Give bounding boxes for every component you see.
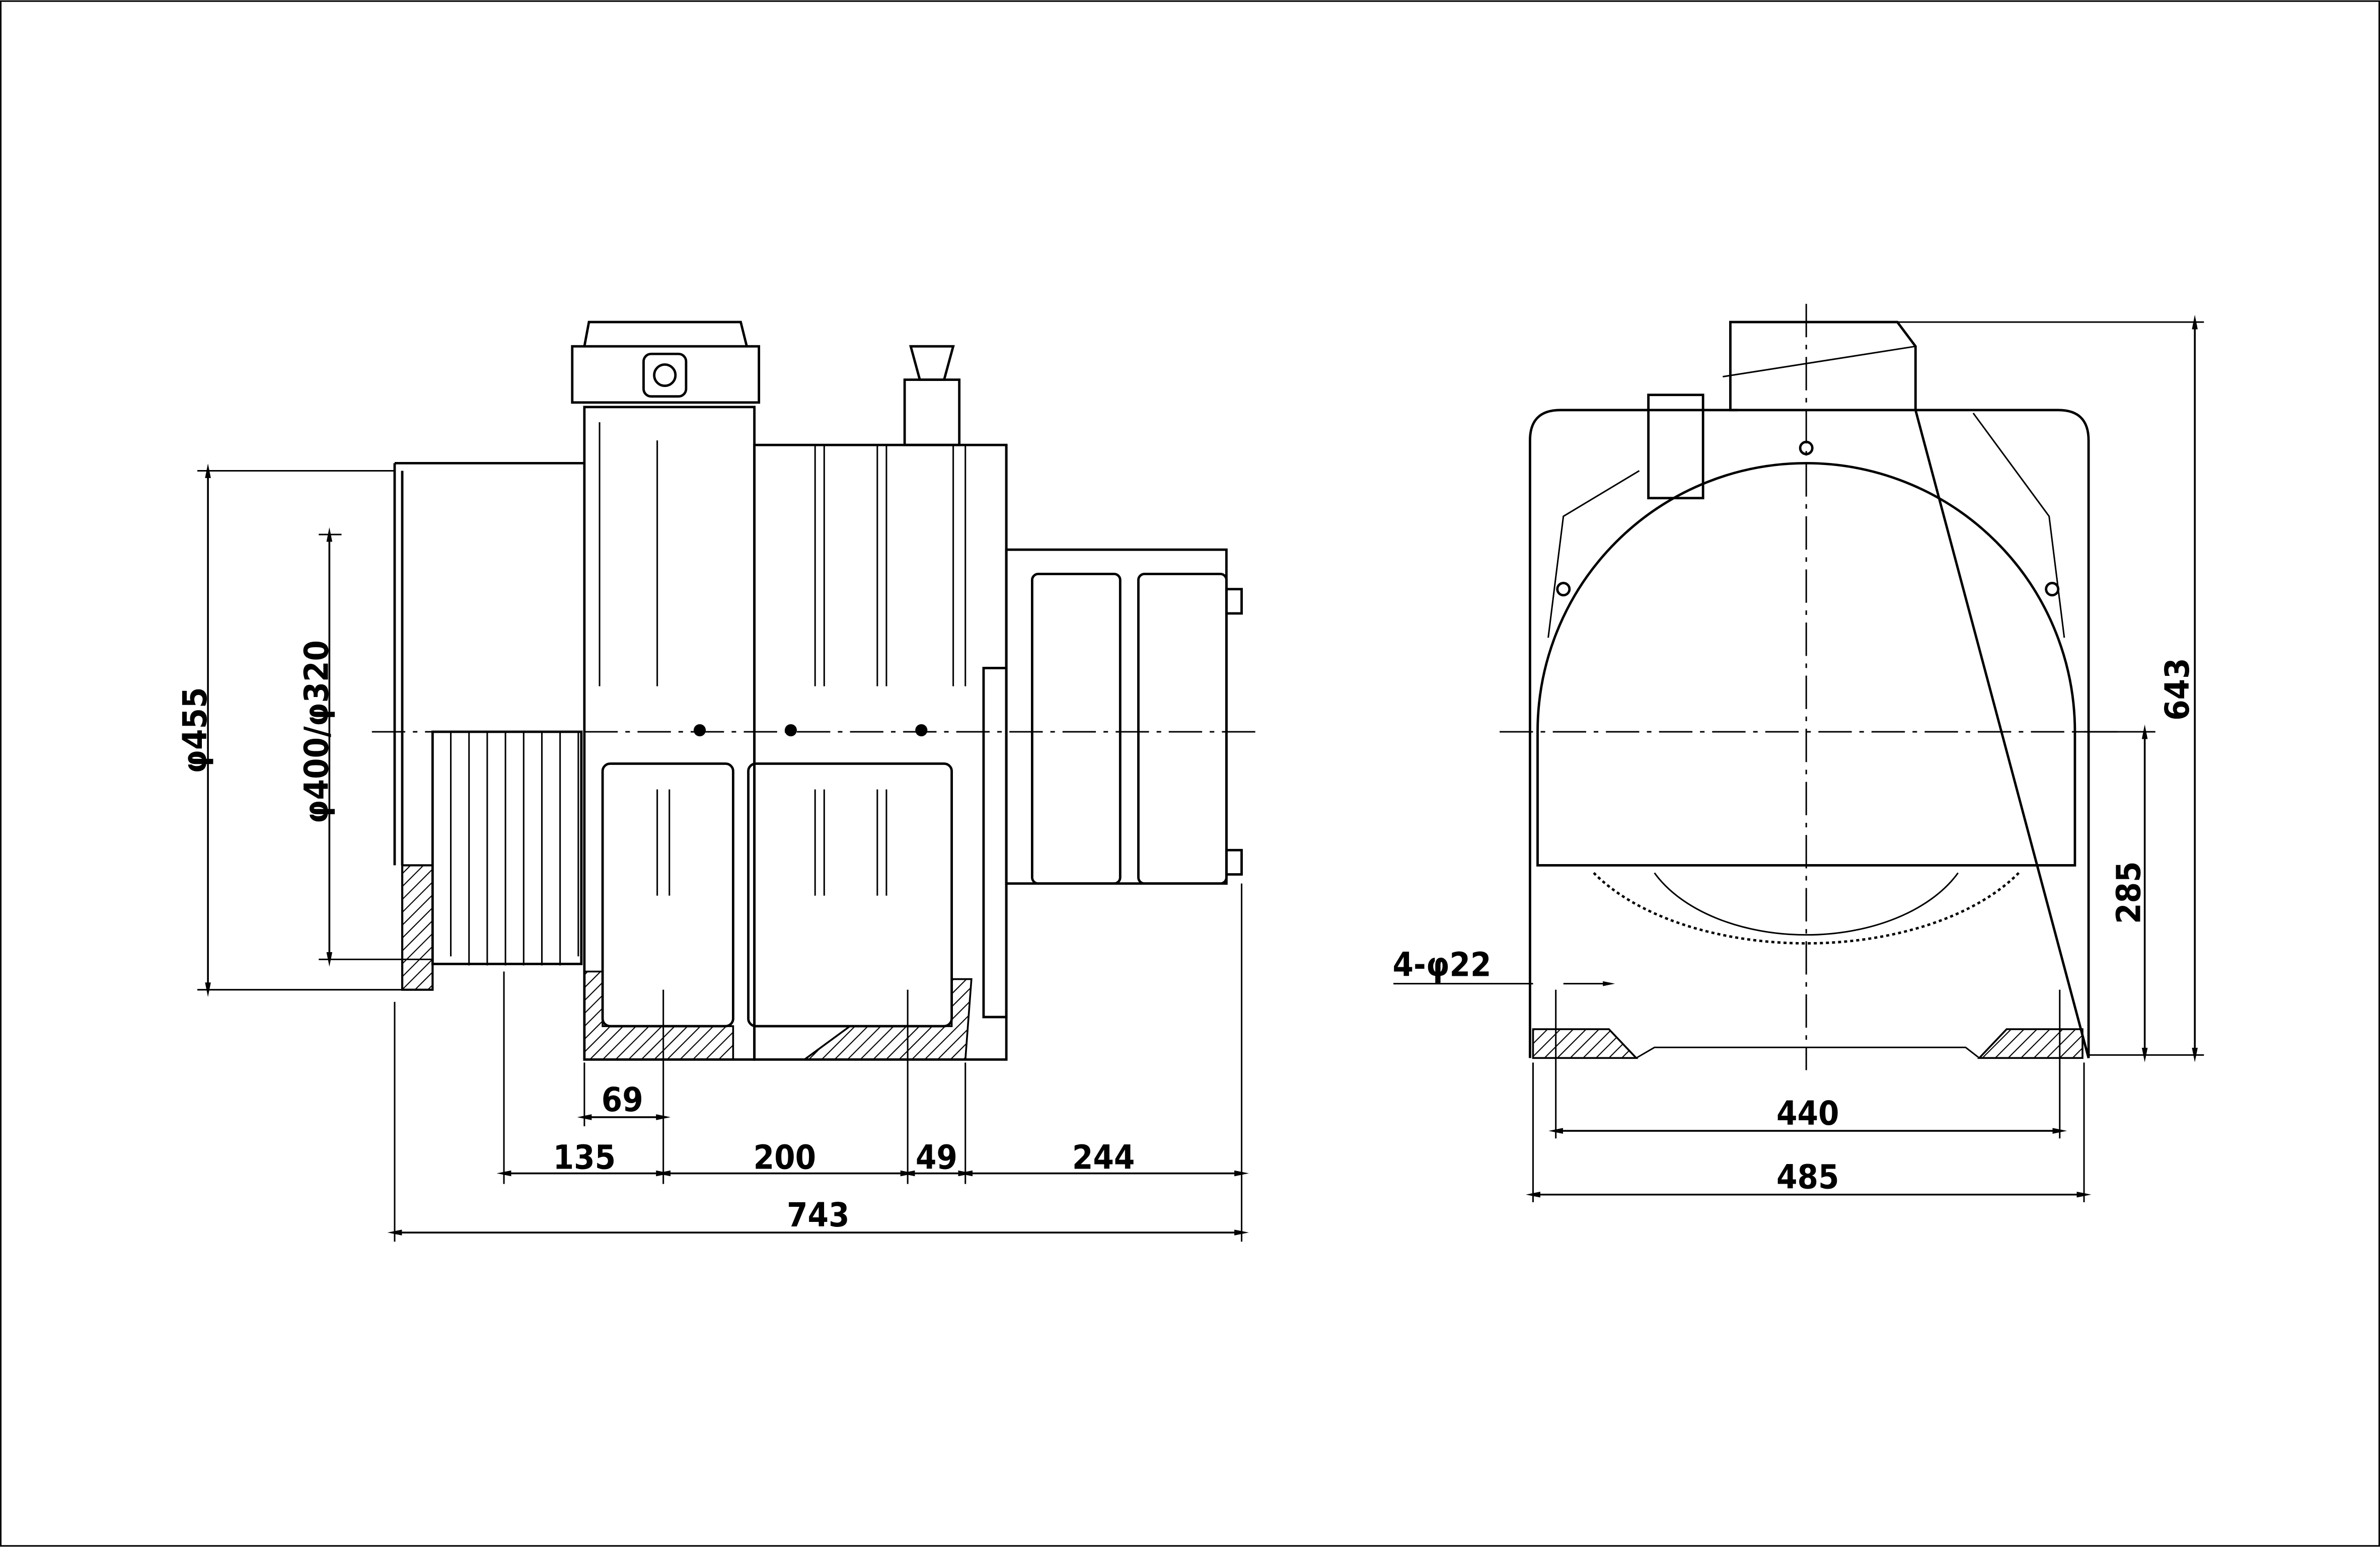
dim-diameter-400-320: φ400/φ320: [296, 640, 336, 823]
dim-diameter-455: φ455: [175, 687, 214, 773]
dim-244: 244: [1072, 1137, 1135, 1177]
dim-643: 643: [2158, 658, 2197, 721]
dim-485: 485: [1776, 1157, 1839, 1197]
front-view: 643 285 440 485 4-φ22: [1393, 303, 2204, 1202]
motor-body: [583, 406, 1008, 1061]
dim-743: 743: [787, 1195, 850, 1234]
terminal-box: [1729, 321, 1917, 412]
dim-440: 440: [1776, 1094, 1839, 1133]
dim-200: 200: [754, 1137, 816, 1177]
dim-135: 135: [553, 1137, 616, 1177]
brake: [1005, 548, 1243, 885]
terminal-box: [571, 321, 961, 446]
dim-49: 49: [916, 1137, 957, 1177]
dim-mounting-holes: 4-φ22: [1393, 945, 1492, 984]
dim-285: 285: [2109, 861, 2148, 924]
housing-outline: [1529, 409, 2090, 1058]
cover: [1536, 461, 2076, 867]
dim-69: 69: [602, 1080, 643, 1119]
sheave: [393, 461, 584, 991]
side-view: φ455 φ400/φ320 69 135 200 49 244 743: [175, 321, 1257, 1242]
